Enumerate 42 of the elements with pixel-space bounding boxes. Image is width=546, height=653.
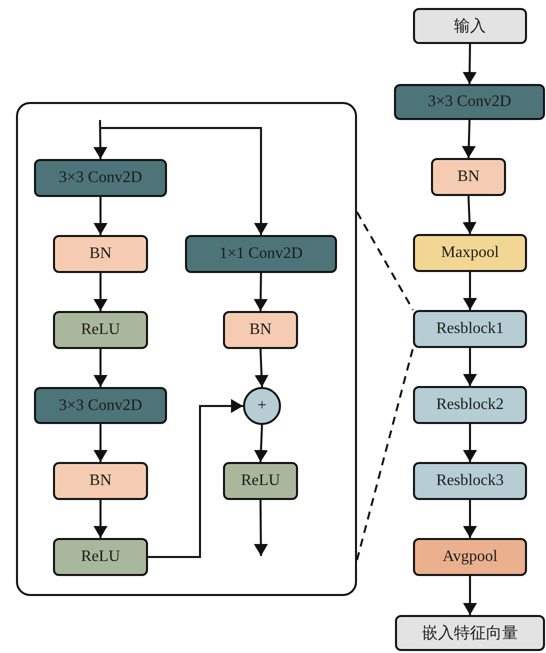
process-box: 输入: [413, 8, 527, 44]
dashed-line: [356, 348, 414, 560]
process-box: BN: [53, 462, 148, 500]
process-box: 1×1 Conv2D: [185, 235, 337, 273]
arrow: [462, 196, 477, 234]
arrow: [463, 500, 477, 538]
arrow: [463, 348, 477, 386]
process-box: ReLU: [223, 462, 298, 500]
arrow: [254, 272, 268, 312]
container-box: [16, 102, 357, 596]
arrow: [254, 424, 268, 462]
arrow: [254, 348, 269, 388]
arrow: [94, 273, 108, 311]
process-box: BN: [431, 158, 506, 196]
arrow: [462, 44, 477, 84]
arrow: [94, 500, 108, 538]
sum-circle: +: [243, 387, 281, 425]
arrow: [463, 576, 477, 615]
process-box: 3×3 Conv2D: [34, 159, 167, 197]
process-box: ReLU: [53, 311, 148, 349]
process-box: BN: [223, 311, 298, 349]
process-box: BN: [53, 235, 148, 273]
arrow: [100, 127, 268, 235]
arrow: [463, 424, 477, 462]
process-box: Resblock3: [413, 462, 527, 500]
process-box: 3×3 Conv2D: [34, 387, 167, 424]
process-box: Resblock2: [413, 386, 527, 424]
process-box: Resblock1: [413, 310, 527, 348]
arrow: [94, 197, 108, 235]
process-box: 嵌入特征向量: [395, 615, 545, 651]
process-box: ReLU: [53, 538, 148, 576]
arrow: [94, 349, 108, 387]
process-box: 3×3 Conv2D: [394, 84, 545, 120]
arrow: [254, 500, 268, 556]
arrow: [148, 399, 243, 558]
process-box: Avgpool: [413, 538, 527, 576]
arrow: [463, 272, 477, 310]
process-box: Maxpool: [413, 234, 527, 272]
dashed-line: [356, 212, 414, 310]
arrow: [94, 424, 108, 462]
arrow: [462, 120, 476, 158]
arrow: [93, 120, 108, 160]
